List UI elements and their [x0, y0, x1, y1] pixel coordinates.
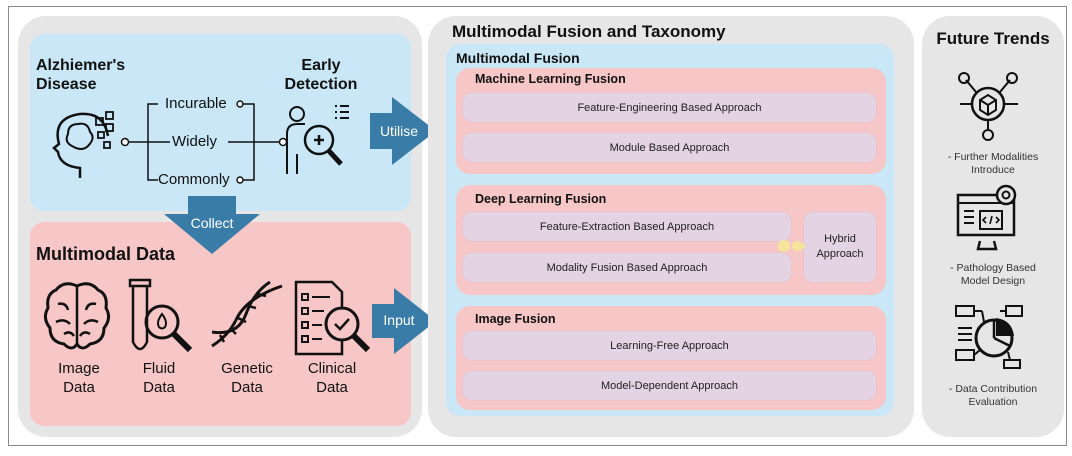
center-title: Multimodal Fusion and Taxonomy	[452, 22, 726, 41]
utilise-arrow	[370, 97, 436, 165]
ml-fusion-title: Machine Learning Fusion	[475, 72, 626, 86]
prop-widely: Widely	[172, 133, 218, 150]
trend-data-contribution: - Data Contribution Evaluation	[948, 383, 1038, 408]
test-tube-icon	[128, 278, 193, 353]
collect-arrow	[164, 196, 260, 254]
utilise-label: Utilise	[379, 123, 419, 139]
clinical-report-icon	[294, 280, 371, 356]
properties-bracket	[120, 100, 288, 184]
disease-detection-box	[30, 34, 411, 211]
network-cube-icon	[958, 72, 1018, 141]
data-item-clinical: Clinical Data	[307, 360, 357, 396]
ml-item-module: Module Based Approach	[462, 132, 877, 163]
trend-further-modalities: - Further Modalities Introduce	[947, 151, 1039, 176]
person-magnifier-icon	[286, 105, 349, 174]
multimodal-data-title: Multimodal Data	[36, 244, 176, 264]
prop-commonly: Commonly	[158, 171, 230, 188]
img-item-learning-free: Learning-Free Approach	[462, 330, 877, 361]
dl-item-hybrid: Hybrid Approach	[803, 211, 877, 283]
future-trends-title: Future Trends	[936, 29, 1050, 48]
img-item-model-dependent: Model-Dependent Approach	[462, 370, 877, 401]
dl-fusion-title: Deep Learning Fusion	[475, 192, 607, 206]
detection-label: Early Detection	[284, 57, 358, 93]
collect-label: Collect	[190, 215, 234, 231]
data-item-genetic: Genetic Data	[221, 360, 273, 396]
trend-pathology-design: - Pathology Based Model Design	[950, 262, 1036, 287]
dl-item-modality-fusion: Modality Fusion Based Approach	[462, 252, 792, 283]
brain-icon	[43, 282, 111, 350]
input-label: Input	[383, 312, 415, 328]
dna-icon	[211, 280, 283, 348]
ml-item-feature-engineering: Feature-Engineering Based Approach	[462, 92, 877, 123]
data-item-fluid: Fluid Data	[142, 360, 176, 396]
brain-head-icon	[52, 111, 114, 178]
image-fusion-title: Image Fusion	[475, 312, 556, 326]
input-arrow	[372, 288, 436, 354]
monitor-code-gear-icon	[956, 184, 1017, 251]
hybrid-link-dots	[778, 240, 806, 252]
fusion-title: Multimodal Fusion	[456, 50, 580, 66]
pie-chart-data-icon	[955, 305, 1023, 369]
data-item-image: Image Data	[58, 360, 100, 396]
right-panel	[922, 16, 1064, 437]
dl-item-feature-extraction: Feature-Extraction Based Approach	[462, 211, 792, 242]
prop-incurable: Incurable	[165, 95, 227, 112]
disease-label: Alzhiemer's Disease	[36, 57, 126, 93]
